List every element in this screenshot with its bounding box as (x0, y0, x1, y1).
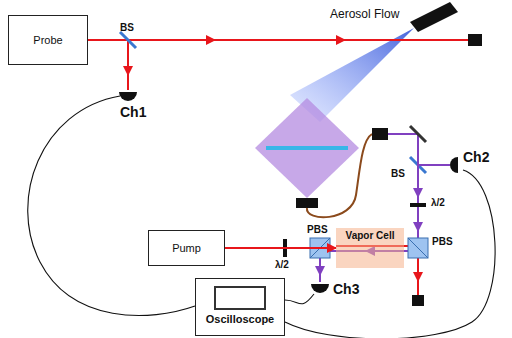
laser-box: Pump (148, 230, 225, 266)
fiber-collimator (372, 128, 388, 140)
probe-beam (88, 39, 468, 41)
beam-dump (468, 34, 482, 46)
signal-beam (418, 164, 450, 166)
collection-cone (255, 98, 359, 198)
beam-arrow (413, 222, 423, 232)
photodetector (311, 284, 329, 293)
probe-beam (88, 40, 468, 90)
mirror (410, 126, 426, 142)
beam-arrow (336, 35, 346, 45)
signal-cable (28, 96, 195, 316)
probe-beam (127, 40, 129, 90)
aerosol-nozzle (410, 2, 458, 32)
part-label: BS (391, 168, 405, 180)
beam-arrow (315, 188, 423, 276)
beam-splitter (120, 32, 136, 48)
beam-arrow (123, 35, 346, 76)
signal-beam (388, 133, 418, 135)
part-label: Aerosol Flow (330, 8, 399, 22)
laser-box: Probe (8, 15, 88, 65)
optical-fiber (307, 134, 372, 217)
beam-dump (412, 295, 424, 306)
fiber-collimator (372, 128, 388, 140)
optical-fiber (307, 134, 372, 217)
beam-arrow (413, 272, 423, 282)
half-wave-plate (410, 203, 426, 207)
channel-label: Ch3 (333, 281, 359, 297)
scope-screen (214, 286, 266, 310)
polarizing-beam-splitter (408, 238, 428, 258)
beam-arrow (123, 66, 133, 76)
signal-cable (28, 96, 495, 338)
polarizing-beam-splitter (408, 238, 428, 258)
photodetector (119, 92, 458, 293)
signal-cable (285, 170, 495, 338)
signal-cable (285, 294, 314, 304)
node-label: Pump (172, 242, 201, 254)
pump-beam (225, 247, 336, 249)
collection-cone (255, 98, 359, 198)
channel-label: Ch2 (463, 149, 489, 165)
aerosol-nozzle (410, 2, 458, 32)
photodetector (119, 92, 137, 101)
beam-arrow (206, 35, 216, 45)
beam-dump (412, 34, 482, 306)
photodetector (296, 198, 318, 208)
collection-lens (266, 146, 348, 150)
mirror (410, 126, 426, 142)
node-label: Probe (33, 34, 62, 46)
collection-lens (266, 146, 348, 150)
node-label: Vapor Cell (346, 230, 395, 241)
part-label: PBS (307, 224, 328, 236)
oscilloscope-box: Oscilloscope (195, 278, 285, 336)
part-label: PBS (432, 236, 453, 248)
channel-label: Ch1 (120, 104, 146, 120)
part-label: λ/2 (431, 197, 445, 209)
beam-arrow (413, 188, 423, 198)
signal-beam (320, 134, 450, 282)
part-label: BS (120, 22, 134, 34)
vapor-cell: Vapor Cell (336, 228, 404, 268)
photodetector (450, 157, 458, 173)
beam-arrow (315, 266, 325, 276)
part-label: λ/2 (275, 259, 289, 271)
node-label: Oscilloscope (206, 313, 274, 325)
beam-arrow (413, 272, 423, 282)
